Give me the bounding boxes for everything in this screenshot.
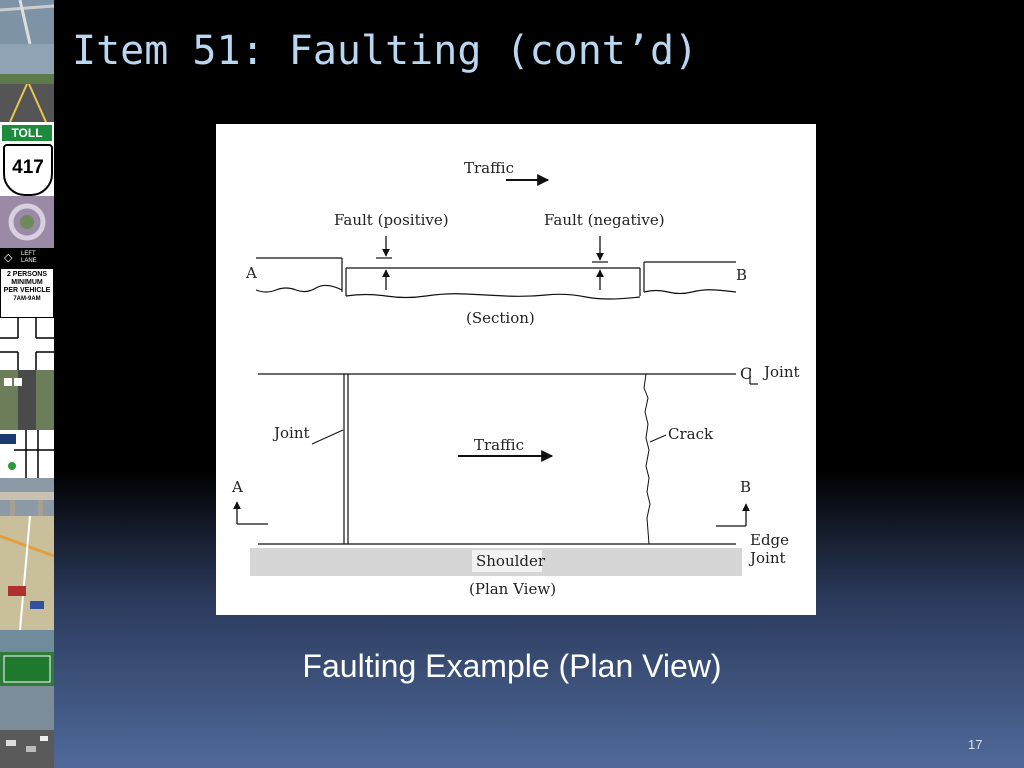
toll-417-sign: TOLL 417 xyxy=(0,122,54,196)
lane-sign-line1: 2 PERSONS xyxy=(6,271,48,278)
shoulder-label: Shoulder xyxy=(476,552,546,570)
faulting-diagram: Traffic Fault (positive) Fault (negative… xyxy=(216,124,816,615)
joint-label: Joint xyxy=(272,424,310,442)
crack-leader xyxy=(649,434,667,443)
slab-b-bottom xyxy=(643,289,737,295)
plan-view-caption: (Plan View) xyxy=(469,580,556,598)
centerline-symbol: C xyxy=(740,364,752,383)
shoulder-label-box xyxy=(472,550,542,572)
overpass-photo xyxy=(0,478,54,516)
roundabout-photo xyxy=(0,196,54,248)
intersection-diagram-thumb xyxy=(0,318,54,370)
plan-label-b: B xyxy=(740,478,751,496)
edge-joint-label-line2: Joint xyxy=(748,549,786,567)
section-label-b: B xyxy=(736,266,747,284)
fault-negative-label: Fault (negative) xyxy=(544,211,665,229)
traffic-label-plan: Traffic xyxy=(474,436,524,454)
street-map-photo xyxy=(0,516,54,630)
hov-lane-sign: ◇ LEFT LANE 2 PERSONS MINIMUM PER VEHICL… xyxy=(0,248,54,318)
section-label-a: A xyxy=(245,264,257,282)
toll-sign-number: 417 xyxy=(3,144,53,196)
joint-leader xyxy=(311,429,344,445)
fault-positive-label: Fault (positive) xyxy=(334,211,449,229)
road-aerial-photo xyxy=(0,370,54,430)
signal-intersection-thumb xyxy=(0,430,54,478)
traffic-label-section: Traffic xyxy=(464,159,514,177)
slab-middle-bottom xyxy=(345,293,641,300)
traffic-photo xyxy=(0,686,54,768)
highway-guide-sign-photo xyxy=(0,630,54,686)
interchange-photo xyxy=(0,0,54,44)
slab-a-bottom xyxy=(255,284,343,293)
centerline-joint-label: Joint xyxy=(762,363,800,381)
lane-sign-line4: 7AM-9AM xyxy=(13,296,41,302)
crack-label: Crack xyxy=(668,425,714,443)
edge-joint-label-line1: Edge xyxy=(750,531,789,549)
slide-number: 17 xyxy=(968,737,983,752)
plan-label-a: A xyxy=(231,478,243,496)
lane-sign-line3: PER VEHICLE xyxy=(3,287,51,294)
section-caption: (Section) xyxy=(466,309,535,327)
slide-caption: Faulting Example (Plan View) xyxy=(302,648,722,684)
highway-photo xyxy=(0,44,54,122)
slide-title: Item 51: Faulting (cont’d) xyxy=(72,28,699,74)
diamond-icon: ◇ xyxy=(4,251,13,264)
toll-sign-label: TOLL xyxy=(2,125,52,141)
lane-sign-top: LEFT LANE xyxy=(21,251,37,264)
section-view xyxy=(255,257,737,300)
thumbnail-strip: TOLL 417 ◇ LEFT LANE 2 PERSONS MINIMUM P… xyxy=(0,0,54,768)
crack-line xyxy=(643,373,651,545)
lane-sign-line2: MINIMUM xyxy=(11,279,43,286)
